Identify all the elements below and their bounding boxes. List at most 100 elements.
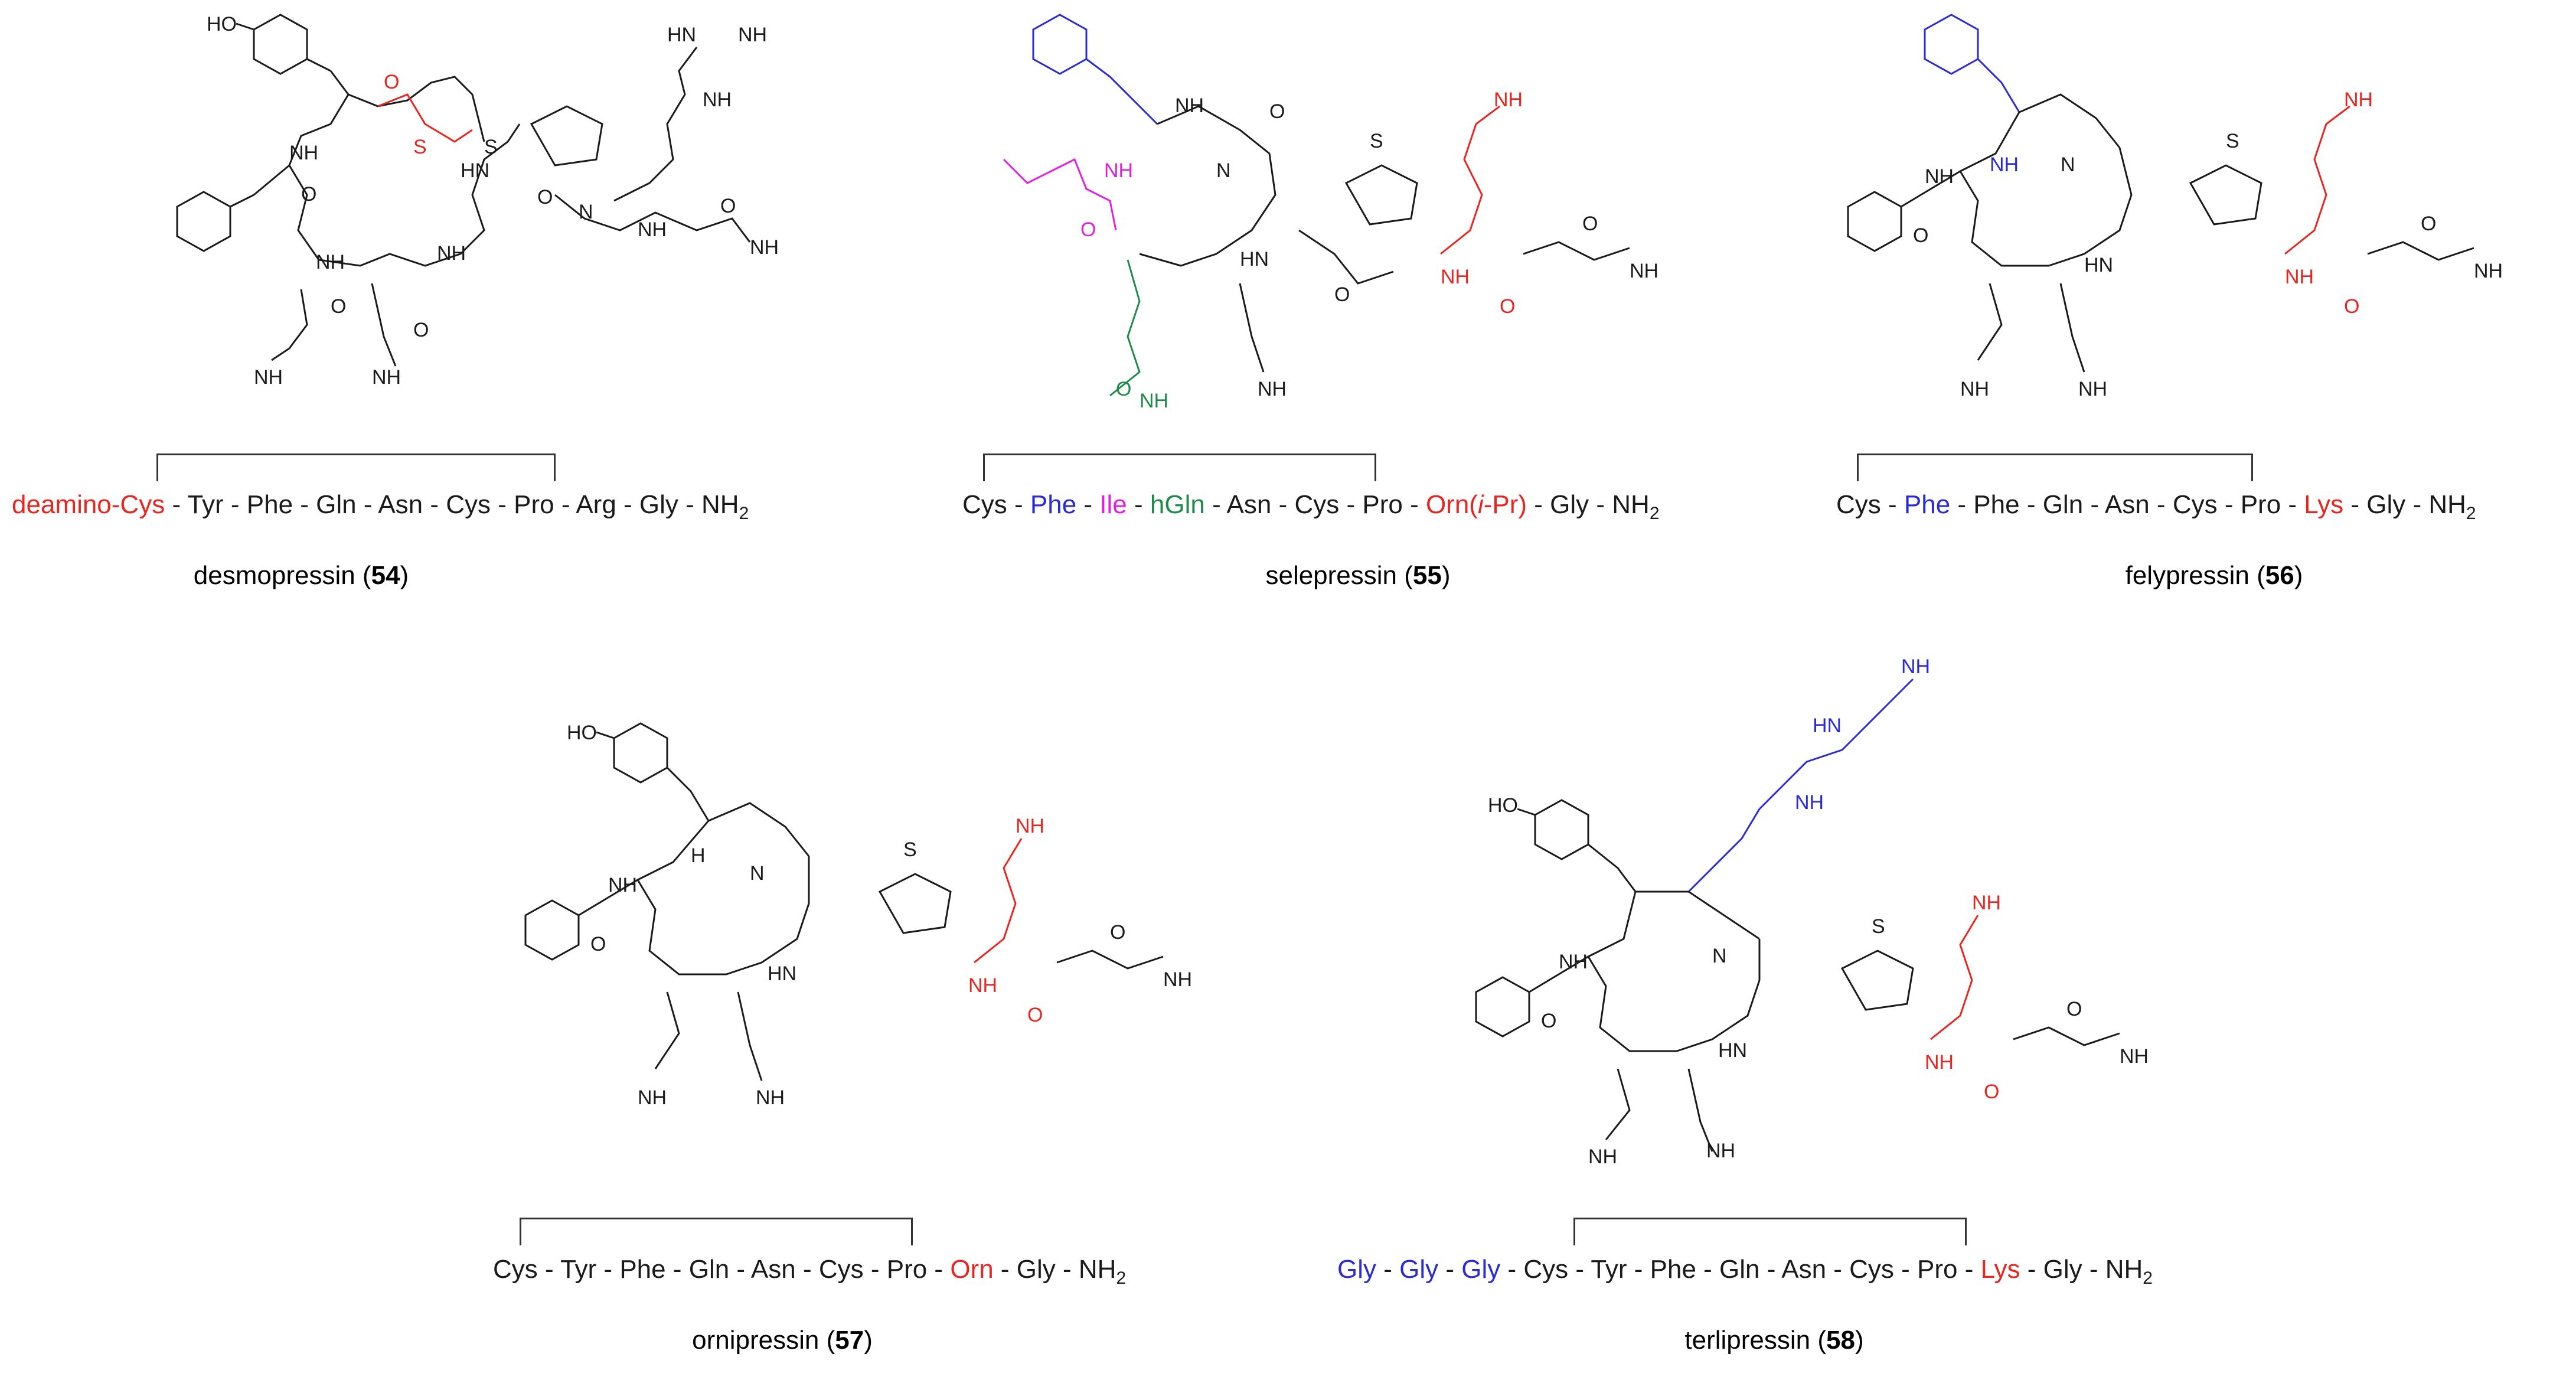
separator: -: [1402, 490, 1426, 519]
svg-text:HN: HN: [768, 963, 796, 985]
residue-8: Orn(i-Pr): [1425, 490, 1527, 519]
svg-text:N: N: [579, 201, 593, 223]
caption-58: terlipressin (58): [1684, 1326, 1864, 1355]
residue-1: Gly: [1337, 1255, 1376, 1284]
separator: -: [1759, 1255, 1782, 1284]
separator: -: [423, 490, 446, 519]
residue-10: Pro: [1917, 1255, 1958, 1284]
separator: -: [1076, 490, 1100, 519]
residue-6: Cys: [446, 490, 491, 519]
separator: -: [2149, 490, 2173, 519]
svg-text:NH: NH: [1163, 968, 1192, 991]
svg-text:NH: NH: [1960, 378, 1989, 400]
residue-3: Phe: [246, 490, 293, 519]
svg-text:O: O: [2066, 998, 2082, 1020]
residue-4: Gln: [316, 490, 357, 519]
residue-4: hGln: [1150, 490, 1205, 519]
compound-name: terlipressin: [1684, 1326, 1811, 1355]
separator: -: [554, 490, 576, 519]
svg-text:O: O: [1913, 224, 1928, 247]
caption-56: felypressin (56): [2125, 561, 2303, 590]
residue-4: Cys: [1523, 1255, 1569, 1284]
separator: -: [1007, 490, 1030, 519]
svg-text:NH: NH: [437, 242, 466, 265]
svg-text:NH: NH: [1559, 951, 1588, 973]
svg-text:O: O: [331, 295, 346, 318]
residue-9: Gly: [639, 490, 678, 519]
svg-text:NH: NH: [1104, 159, 1133, 182]
separator: -: [993, 1255, 1017, 1284]
residue-3: Phe: [1973, 490, 2020, 519]
disulfide-bridge-55: [983, 454, 1376, 481]
separator: -: [1627, 1255, 1650, 1284]
svg-text:HO: HO: [207, 13, 237, 35]
separator: -: [1589, 490, 1612, 519]
separator: -: [678, 490, 702, 519]
residue-1: Cys: [493, 1255, 538, 1284]
svg-text:NH: NH: [638, 1087, 667, 1109]
svg-text:O: O: [720, 195, 736, 217]
residue-1: deamino-Cys: [12, 490, 165, 519]
svg-text:O: O: [1110, 921, 1125, 944]
svg-text:HO: HO: [567, 722, 597, 744]
residue-6: Cys: [1294, 490, 1340, 519]
svg-text:NH: NH: [1795, 791, 1824, 814]
residue-3: Phe: [619, 1255, 666, 1284]
svg-text:NH: NH: [1925, 165, 1954, 188]
separator: -: [1055, 1255, 1079, 1284]
svg-text:HN: HN: [2084, 254, 2113, 276]
separator: -: [1339, 490, 1363, 519]
svg-text:S: S: [903, 839, 917, 861]
residue-11: Lys: [1980, 1255, 2020, 1284]
residue-3: Gly: [1461, 1255, 1501, 1284]
separator: -: [537, 1255, 561, 1284]
residue-5: Asn: [1226, 490, 1272, 519]
svg-text:O: O: [537, 186, 553, 208]
sequence-56: Cys - Phe - Phe - Gln - Asn - Cys - Pro …: [1836, 490, 2476, 524]
svg-text:NH: NH: [1972, 892, 2001, 914]
disulfide-bridge-54: [156, 454, 556, 481]
residue-7: Pro: [886, 1255, 928, 1284]
separator: -: [1438, 1255, 1462, 1284]
residue-9: Gly: [2366, 490, 2406, 519]
separator: -: [1950, 490, 1974, 519]
compound-number: 55: [1412, 561, 1442, 590]
residue-5: Asn: [750, 1255, 796, 1284]
residue-7: Pro: [2240, 490, 2281, 519]
svg-text:NH: NH: [1258, 378, 1287, 400]
svg-text:HO: HO: [1488, 794, 1518, 817]
residue-7: Pro: [514, 490, 554, 519]
svg-text:NH: NH: [1175, 94, 1204, 117]
separator: -: [2281, 490, 2304, 519]
compound-number: 58: [1826, 1326, 1855, 1355]
separator: -: [729, 1255, 751, 1284]
separator: -: [1568, 1255, 1591, 1284]
separator: -: [2082, 1255, 2105, 1284]
compound-number: 57: [835, 1326, 864, 1355]
sequence-58: Gly - Gly - Gly - Cys - Tyr - Phe - Gln …: [1337, 1255, 2153, 1288]
residue-7: Gln: [1719, 1255, 1760, 1284]
residue-9: Gly: [1550, 490, 1589, 519]
svg-text:NH: NH: [2474, 260, 2503, 282]
svg-text:NH: NH: [703, 89, 732, 111]
separator: -: [293, 490, 316, 519]
svg-text:NH: NH: [738, 24, 767, 46]
svg-text:O: O: [1080, 218, 1096, 241]
residue-1: Cys: [962, 490, 1007, 519]
residue-2: Tyr: [560, 1255, 597, 1284]
separator: -: [1880, 490, 1904, 519]
separator: -: [616, 490, 639, 519]
svg-text:HN: HN: [667, 24, 696, 46]
svg-text:O: O: [1269, 100, 1285, 123]
svg-text:NH: NH: [1494, 89, 1523, 111]
separator: -: [927, 1255, 951, 1284]
svg-text:NH: NH: [1140, 390, 1168, 412]
residue-4: Gln: [688, 1255, 730, 1284]
residue-10: NH2: [701, 490, 749, 523]
svg-text:NH: NH: [1706, 1140, 1735, 1162]
residue-10: NH2: [1078, 1255, 1127, 1288]
svg-text:O: O: [590, 933, 606, 955]
svg-text:NH: NH: [756, 1087, 785, 1109]
svg-text:NH: NH: [1630, 260, 1658, 282]
separator: -: [665, 1255, 689, 1284]
